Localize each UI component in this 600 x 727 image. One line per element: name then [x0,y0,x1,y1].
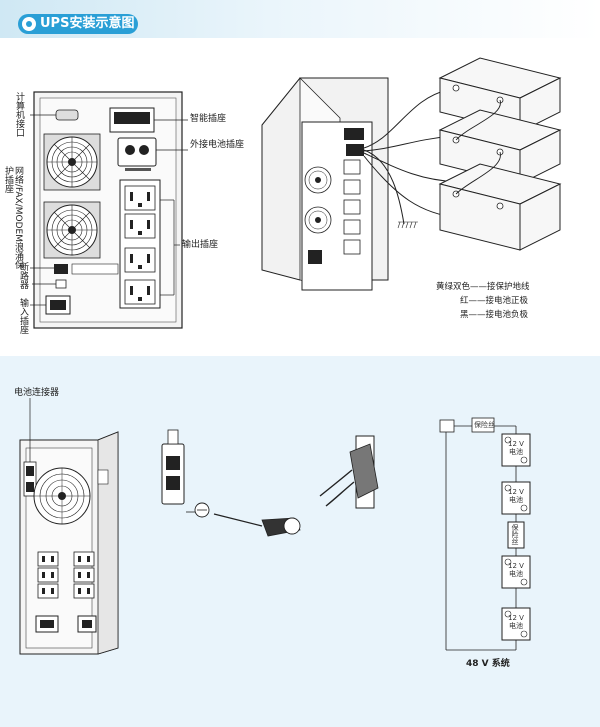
section-title: UPS安装示意图 [40,16,135,31]
fan-top [43,133,101,191]
fuse-label-middle: 保险丝 [511,524,519,545]
header-bullet-icon [22,17,36,31]
legend-dash: —— [470,282,488,292]
fuse-label-top: 保险丝 [474,421,495,429]
legend-item-negative: 黑——接电池负极 [460,308,528,320]
legend-desc: 接保护地线 [487,282,530,292]
battery-voltage: 12 V [508,614,524,622]
label-output-sockets: 输出插座 [182,240,219,250]
legend-color: 黑 [460,310,469,320]
header-pill [18,14,138,34]
legend-item-ground: 黄绿双色——接保护地线 [436,280,530,292]
label-input-socket: 输入插座 [18,298,28,334]
label-network-surge: 网络/FAX/MODEM浪涌保护插座 [3,166,23,269]
fan-bottom [43,201,101,259]
label-smart-slot: 智能插座 [190,114,227,124]
legend-color: 黄绿双色 [436,282,471,292]
label-breaker: 断路器 [18,262,28,289]
label-computer-port: 计算机接口 [14,92,24,137]
battery-voltage: 12 V [508,488,524,496]
legend-color: 红 [460,296,469,306]
section-header: UPS安装示意图 [0,0,600,38]
battery-word: 电池 [509,622,523,630]
battery-word: 电池 [509,448,523,456]
legend-dash: —— [468,310,486,320]
battery-voltage: 12 V [508,440,524,448]
legend-dash: —— [468,296,486,306]
battery-voltage: 12 V [508,562,524,570]
battery-word: 电池 [509,570,523,578]
legend-item-positive: 红——接电池正极 [460,294,528,306]
system-label: 48 V 系统 [466,659,510,669]
label-battery-connector: 电池连接器 [14,388,60,398]
label-ext-battery: 外接电池插座 [190,140,245,150]
legend-desc: 接电池负极 [485,310,529,320]
legend-desc: 接电池正极 [485,296,529,306]
battery-word: 电池 [509,496,523,504]
